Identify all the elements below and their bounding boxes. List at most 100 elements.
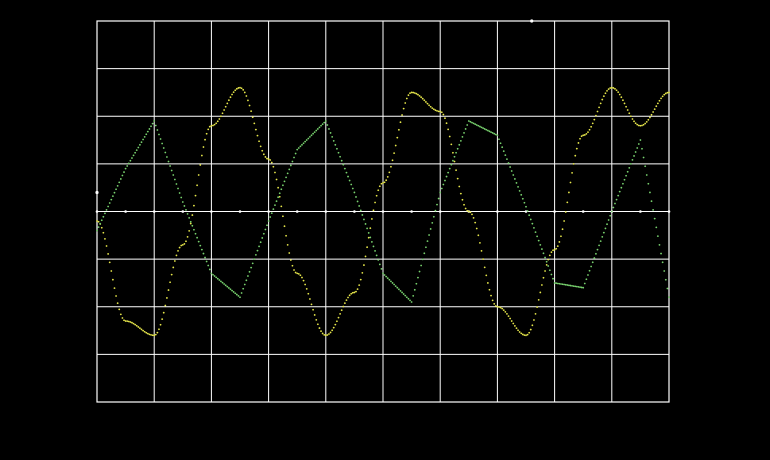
trace-sample-point xyxy=(583,134,586,136)
center-axis-tick xyxy=(524,210,528,213)
trace-sample-point xyxy=(137,326,140,328)
trace-sample-point xyxy=(97,220,100,223)
trace-sample-point xyxy=(483,128,486,130)
trace-sample-point xyxy=(299,145,302,148)
trace-sample-point xyxy=(629,162,632,165)
trace-sample-point xyxy=(598,244,600,247)
trace-sample-point xyxy=(548,269,551,272)
trace-sample-point xyxy=(636,123,639,126)
trace-sample-point xyxy=(531,324,534,327)
trace-sample-point xyxy=(332,139,335,142)
trace-sample-point xyxy=(242,287,245,290)
center-axis-tick xyxy=(496,210,499,213)
trace-sample-point xyxy=(399,289,402,292)
trace-sample-point xyxy=(531,222,534,225)
trace-sample-point xyxy=(170,169,173,172)
trace-sample-point xyxy=(307,292,310,295)
trace-sample-point xyxy=(483,266,486,269)
trace-sample-point xyxy=(618,93,621,96)
trace-sample-point xyxy=(108,261,111,264)
trace-sample-point xyxy=(131,157,133,159)
trace-sample-point xyxy=(464,207,467,210)
trace-sample-point xyxy=(296,148,299,151)
trace-sample-point xyxy=(283,225,286,228)
trace-sample-point xyxy=(248,104,251,107)
trace-sample-point xyxy=(536,235,539,238)
trace-sample-point xyxy=(375,194,378,197)
trace-sample-point xyxy=(161,142,164,145)
trace-sample-point xyxy=(262,153,265,156)
trace-sample-point xyxy=(653,217,656,220)
trace-sample-point xyxy=(329,331,332,334)
trace-sample-point xyxy=(560,235,562,238)
trace-sample-point xyxy=(237,87,240,89)
center-axis-tick xyxy=(553,210,556,213)
center-axis-tick xyxy=(267,210,270,213)
trace-sample-point xyxy=(261,149,264,152)
trace-sample-point xyxy=(455,151,457,154)
trace-sample-point xyxy=(401,114,403,116)
trace-sample-point xyxy=(178,246,181,249)
trace-sample-point xyxy=(339,155,341,158)
trace-sample-point xyxy=(440,111,443,114)
trace-sample-point xyxy=(239,296,241,299)
trace-sample-point xyxy=(452,159,454,162)
trace-sample-point xyxy=(625,105,627,108)
trace-sample-point xyxy=(521,333,524,336)
trace-sample-point xyxy=(328,333,330,335)
trace-sample-point xyxy=(591,261,594,264)
trace-sample-point xyxy=(181,201,184,203)
trace-sample-point xyxy=(154,124,157,127)
graticule-center-marks xyxy=(95,19,671,213)
trace-sample-point xyxy=(641,124,643,127)
trace-sample-point xyxy=(293,269,295,271)
trace-sample-point xyxy=(650,113,653,116)
trace-sample-point xyxy=(264,228,267,231)
trace-sample-point xyxy=(666,91,669,94)
trace-sample-point xyxy=(158,133,160,136)
trace-sample-point xyxy=(615,89,618,92)
trace-sample-point xyxy=(467,120,470,122)
trace-sample-point xyxy=(587,274,589,276)
trace-sample-point xyxy=(312,132,314,135)
trace-sample-point xyxy=(560,283,562,285)
trace-sample-point xyxy=(216,120,219,123)
trace-sample-point xyxy=(323,333,326,336)
trace-sample-point xyxy=(569,284,572,287)
trace-sample-point xyxy=(585,132,588,135)
trace-sample-point xyxy=(633,155,635,157)
trace-sample-point xyxy=(336,147,338,150)
trace-sample-point xyxy=(139,143,141,146)
trace-sample-point xyxy=(197,174,200,176)
trace-sample-point xyxy=(218,279,221,281)
trace-sample-point xyxy=(113,191,116,194)
trace-sample-point xyxy=(159,138,162,140)
trace-sample-point xyxy=(363,218,365,221)
trace-sample-point xyxy=(413,92,416,94)
trace-sample-point xyxy=(598,106,600,109)
trace-sample-point xyxy=(561,228,564,231)
trace-sample-point xyxy=(215,276,218,279)
trace-sample-point xyxy=(566,201,569,204)
trace-sample-point xyxy=(251,116,254,119)
trace-sample-point xyxy=(506,158,508,161)
trace-sample-point xyxy=(213,275,216,277)
trace-sample-point xyxy=(207,128,210,131)
trace-sample-point xyxy=(215,122,218,125)
trace-sample-point xyxy=(347,175,349,178)
trace-sample-point xyxy=(282,215,284,218)
trace-sample-point xyxy=(359,209,362,212)
trace-sample-point xyxy=(374,250,376,252)
trace-sample-point xyxy=(267,220,270,222)
trace-sample-point xyxy=(417,93,419,96)
trace-sample-point xyxy=(188,230,191,232)
trace-sample-point xyxy=(240,292,243,294)
trace-sample-point xyxy=(458,143,461,146)
trace-sample-point xyxy=(162,311,165,314)
trace-sample-point xyxy=(660,97,662,100)
trace-sample-point xyxy=(604,92,607,95)
trace-sample-point xyxy=(245,95,248,97)
trace-sample-point xyxy=(558,282,561,285)
trace-sample-point xyxy=(272,208,275,211)
